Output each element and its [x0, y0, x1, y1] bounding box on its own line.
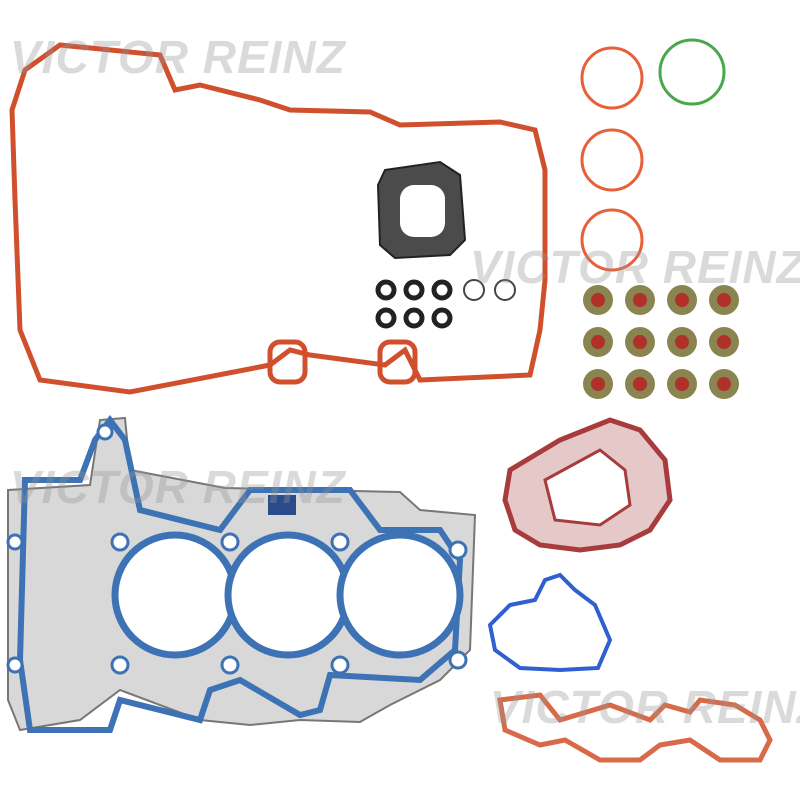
valve-stem-seal-core: [717, 335, 731, 349]
valve-stem-seal-core: [633, 377, 647, 391]
valve-stem-seal-core: [591, 335, 605, 349]
valve-stem-seal-core: [633, 335, 647, 349]
head-gasket-blue-seal: [16, 415, 464, 733]
large-o-rings: [580, 38, 726, 272]
small-o-rings: [375, 279, 516, 329]
valve-stem-seal-core: [717, 377, 731, 391]
valve-stem-seal-core: [633, 293, 647, 307]
cylinder-bores: [111, 531, 464, 659]
water-pump-inner: [543, 448, 632, 527]
valve-stem-seals: [583, 285, 739, 399]
cover-port-left: [267, 339, 308, 385]
valve-stem-seal-core: [591, 377, 605, 391]
exhaust-flange-opening: [400, 185, 445, 237]
valve-stem-seal-core: [675, 377, 689, 391]
valve-stem-seal-core: [717, 293, 731, 307]
thermostat-gasket: [487, 572, 613, 673]
valve-stem-seal-core: [675, 335, 689, 349]
bolt-holes: [6, 423, 468, 675]
intake-gasket: [497, 692, 773, 763]
cover-port-right: [377, 339, 418, 385]
valve-stem-seal-core: [591, 293, 605, 307]
head-gasket-id-plate: [268, 495, 296, 515]
valve-cover-gasket: [9, 42, 548, 395]
valve-stem-seal-core: [675, 293, 689, 307]
